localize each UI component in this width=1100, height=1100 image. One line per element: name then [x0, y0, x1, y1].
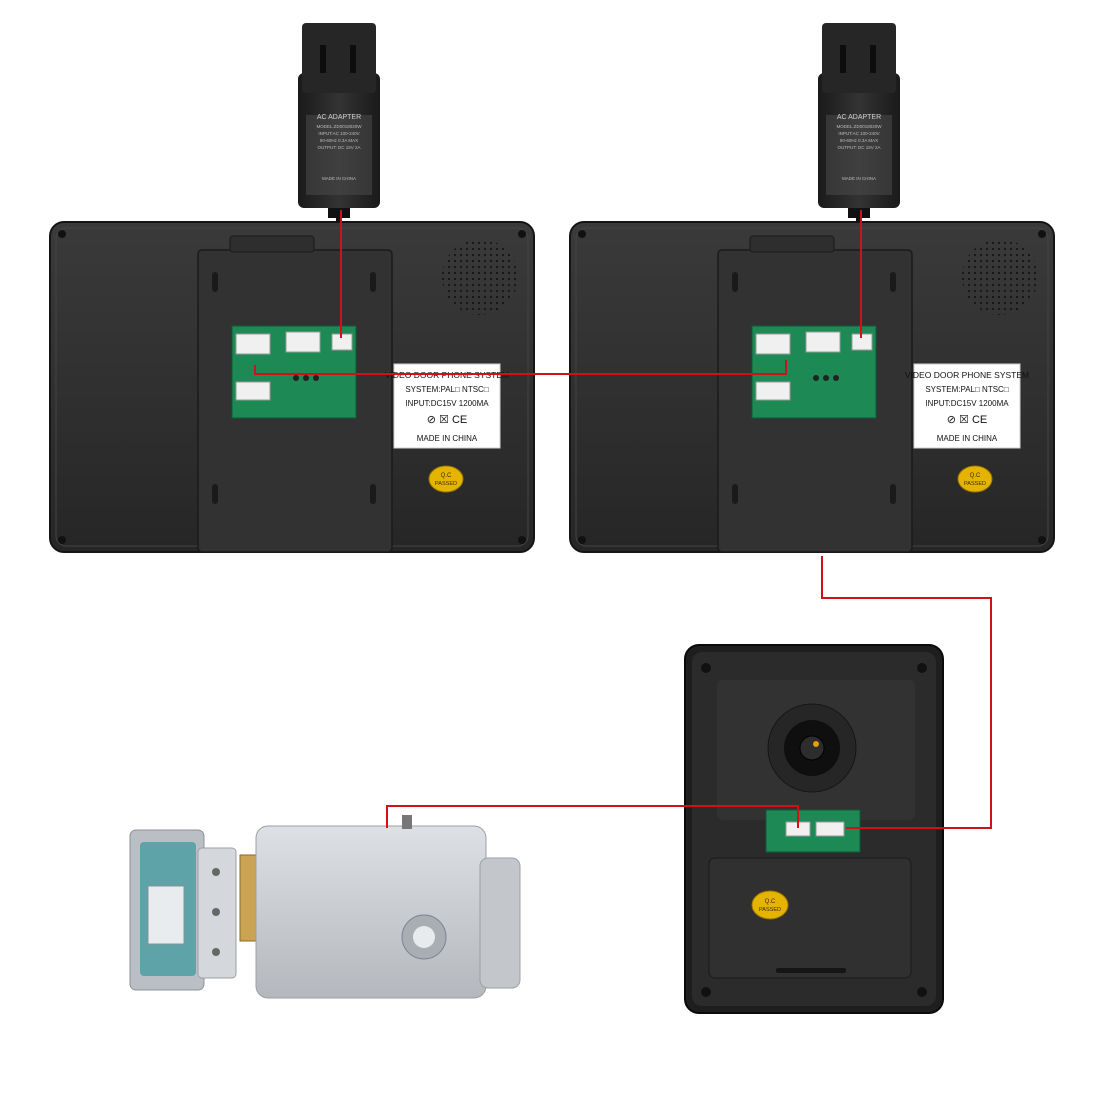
wiring	[254, 210, 992, 829]
qc-line1: Q.C	[970, 473, 981, 479]
spec-system: SYSTEM:PAL□ NTSC□	[405, 385, 488, 394]
adapter-input: INPUT:AC 100-240V	[838, 131, 879, 136]
outdoor-camera-unit: Q.C PASSED	[684, 644, 944, 1014]
camera-lens	[767, 703, 857, 793]
ac-adapter-left: AC ADAPTER MODEL:ZD0018020W INPUT:AC 100…	[298, 23, 380, 232]
lock-strike-plate	[129, 829, 237, 991]
adapter-freq: 50-60Hz 0.3A MAX	[320, 138, 358, 143]
adapter-model: MODEL:ZD0018020W	[316, 124, 362, 129]
adapter-made: MADE IN CHINA	[322, 176, 356, 181]
adapter-output: OUTPUT: DC 15V 2A	[317, 145, 360, 150]
spec-title: VIDEO DOOR PHONE SYSTEM	[905, 370, 1029, 380]
spec-marks: ⊘ ☒ CE	[947, 414, 987, 426]
spec-marks: ⊘ ☒ CE	[427, 414, 467, 426]
adapter-output: OUTPUT: DC 15V 2A	[837, 145, 880, 150]
spec-label: VIDEO DOOR PHONE SYSTEM SYSTEM:PAL□ NTSC…	[905, 363, 1029, 449]
wire-monitor-link	[254, 360, 787, 375]
adapter-input: INPUT:AC 100-240V	[318, 131, 359, 136]
qc-badge: Q.C PASSED	[957, 465, 993, 493]
monitor-left: VIDEO DOOR PHONE SYSTEM SYSTEM:PAL□ NTSC…	[49, 221, 535, 553]
electric-lock	[129, 815, 521, 999]
adapter-freq: 50-60Hz 0.3A MAX	[840, 138, 878, 143]
wire-lock-link	[386, 805, 799, 828]
qc-line2: PASSED	[759, 907, 781, 913]
lock-body	[239, 815, 521, 999]
spec-made: MADE IN CHINA	[417, 434, 478, 443]
adapter-title: AC ADAPTER	[837, 114, 881, 121]
adapter-title: AC ADAPTER	[317, 114, 361, 121]
adapter-made: MADE IN CHINA	[842, 176, 876, 181]
qc-line1: Q.C	[765, 899, 776, 905]
qc-line2: PASSED	[435, 481, 457, 487]
ac-adapter-right: AC ADAPTER MODEL:ZD0018020W INPUT:AC 100…	[818, 23, 900, 232]
qc-badge: Q.C PASSED	[428, 465, 464, 493]
spec-label: VIDEO DOOR PHONE SYSTEM SYSTEM:PAL□ NTSC…	[385, 363, 509, 449]
spec-system: SYSTEM:PAL□ NTSC□	[925, 385, 1008, 394]
qc-line1: Q.C	[441, 473, 452, 479]
qc-line2: PASSED	[964, 481, 986, 487]
monitor-right: VIDEO DOOR PHONE SYSTEM SYSTEM:PAL□ NTSC…	[569, 221, 1055, 553]
spec-input: INPUT:DC15V 1200MA	[925, 399, 1009, 408]
wire-camera-link	[821, 556, 992, 829]
spec-made: MADE IN CHINA	[937, 434, 998, 443]
spec-input: INPUT:DC15V 1200MA	[405, 399, 489, 408]
adapter-model: MODEL:ZD0018020W	[836, 124, 882, 129]
qc-badge: Q.C PASSED	[751, 890, 789, 920]
